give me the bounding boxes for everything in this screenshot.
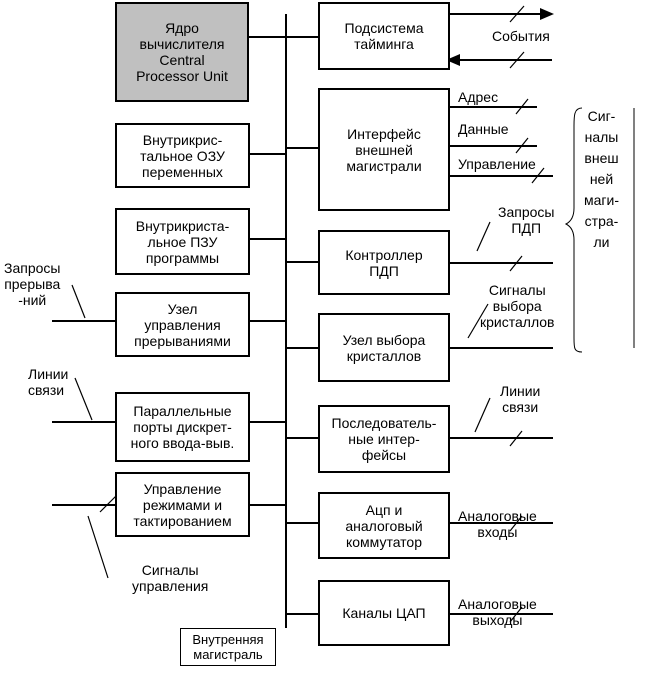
serial-interfaces-block: Последователь- ные интер- фейсы [318,405,450,473]
analog-outputs-label: Аналоговые выходы [458,596,537,628]
ram-block: Внутрикрис- тальное ОЗУ переменных [115,123,250,188]
control-signals-label: Сигналы управления [132,562,209,594]
interrupt-controller-block: Узел управления прерываниями [115,292,250,357]
comm-label-pointer [74,377,93,421]
parallel-ports-block: Параллельные порты дискрет- ного ввода-в… [115,392,250,462]
chip-label-pointer [467,303,489,339]
events-label: События [492,28,550,44]
external-bus-interface-block: Интерфейс внешней магистрали [318,88,450,211]
dma-controller-block: Контроллер ПДП [318,230,450,295]
external-bus-brace [564,107,583,353]
timing-subsystem-block: Подсистема тайминга [318,2,450,70]
dma-label-pointer [476,221,491,252]
chip-select-block: Узел выбора кристаллов [318,313,450,382]
chip-select-signals-label: Сигналы выбора кристаллов [480,282,555,330]
serial-lines-label: Линии связи [500,383,541,415]
interrupt-requests-label: Запросы прерыва -ний [4,260,61,308]
cpu-core-block: Ядро вычислителя Central Processor Unit [115,2,249,102]
adc-block: Ацп и аналоговый коммутатор [318,492,450,559]
external-bus-signals-label: Сиг- налы внеш ней маги- стра- ли [584,108,619,250]
analog-inputs-label: Аналоговые входы [458,508,537,540]
serial-label-pointer [474,397,491,433]
data-label: Данные [458,121,509,137]
internal-bus-label: Внутренняя магистраль [180,628,276,666]
control-signals-pointer [87,515,109,579]
interrupt-label-pointer [71,284,86,319]
control-label: Управление [458,156,536,172]
comm-lines-label: Линии связи [28,366,69,398]
rom-block: Внутрикриста- льное ПЗУ программы [115,208,250,275]
dma-requests-label: Запросы ПДП [498,204,555,236]
clock-control-block: Управление режимами и тактированием [115,472,250,537]
events-in-arrow [446,54,460,66]
events-out-arrow [540,8,554,20]
dac-block: Каналы ЦАП [318,580,450,646]
address-label: Адрес [458,89,499,105]
